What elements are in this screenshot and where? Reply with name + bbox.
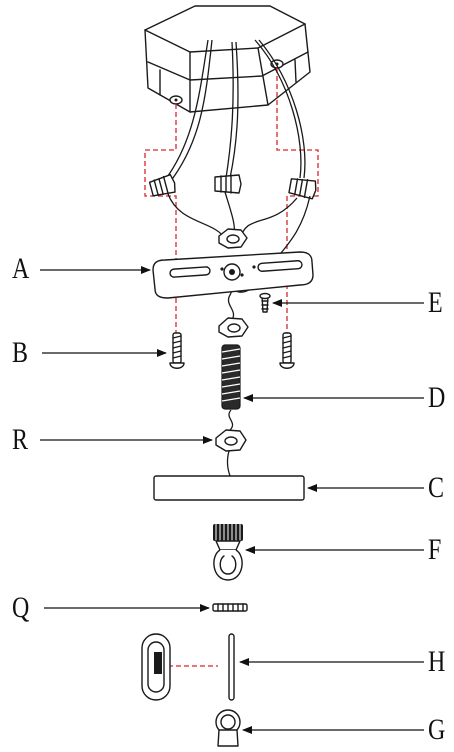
alignment-guides [144,68,319,667]
label-e: E [428,286,443,319]
rod [228,633,235,701]
wire-nuts [148,174,317,200]
label-r: R [12,423,29,456]
junction-box [144,5,311,113]
ground-screw [259,292,271,313]
crossbar [152,251,314,299]
mounting-screw-right [279,332,295,369]
canopy-wire [226,450,231,477]
hex-nut-r [215,429,247,452]
hex-nut-top [218,228,248,249]
eye-bolt [215,709,241,747]
label-a: A [12,252,30,285]
canopy [153,475,305,501]
threaded-nipple [221,344,241,410]
label-d: D [428,381,446,414]
label-q: Q [12,591,30,624]
label-g: G [428,713,446,746]
label-h: H [428,645,446,678]
label-f: F [428,533,442,566]
leader-arrows [40,266,424,734]
loop-nut [213,524,243,581]
hex-nut-middle [218,317,249,338]
quick-link [141,633,171,701]
house-wires [164,39,306,183]
mounting-screw-left [169,332,185,369]
label-b: B [12,336,29,369]
washer [212,603,248,612]
label-c: C [428,471,445,504]
